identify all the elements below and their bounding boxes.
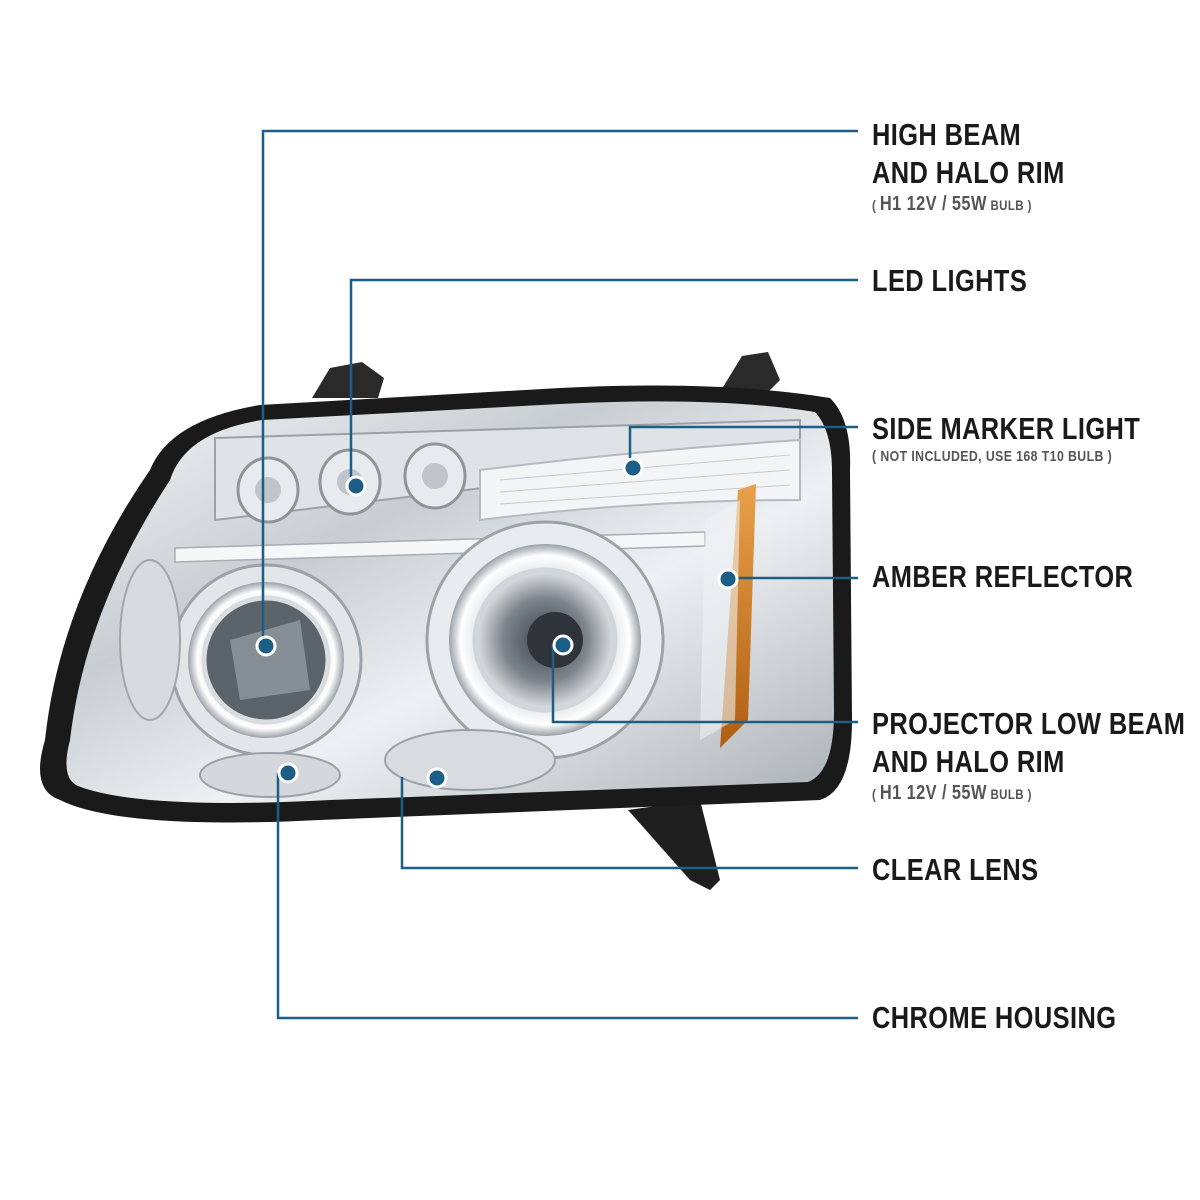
mount-tab-bottom <box>628 800 720 890</box>
dot-projector <box>552 634 574 656</box>
label-high-beam-sub: ( H1 12V / 55W BULB ) <box>872 193 1032 215</box>
label-projector-low-beam: PROJECTOR LOW BEAM AND HALO RIM ( H1 12V… <box>872 706 1186 804</box>
dot-high-beam <box>255 635 277 657</box>
label-amber-reflector: AMBER REFLECTOR <box>872 559 1134 594</box>
dot-chrome-housing <box>277 762 299 784</box>
dot-clear-lens <box>426 767 448 789</box>
label-clear-lens: CLEAR LENS <box>872 852 1039 887</box>
label-side-marker: SIDE MARKER LIGHT ( NOT INCLUDED, USE 16… <box>872 411 1141 465</box>
projector-reflector <box>425 520 665 760</box>
callout-dots <box>255 457 739 789</box>
label-projector-sub: ( H1 12V / 55W BULB ) <box>872 782 1032 804</box>
dot-amber <box>717 568 739 590</box>
label-led-lights: LED LIGHTS <box>872 263 1028 298</box>
label-chrome-housing: CHROME HOUSING <box>872 1000 1117 1035</box>
mount-tab-left <box>312 362 384 398</box>
leader-lines <box>261 129 858 1020</box>
dot-led-lights <box>345 475 367 497</box>
high-beam-reflector <box>169 563 363 757</box>
dot-side-marker <box>622 457 644 479</box>
label-high-beam: HIGH BEAM AND HALO RIM ( H1 12V / 55W BU… <box>872 117 1065 215</box>
label-side-marker-sub: ( NOT INCLUDED, USE 168 T10 BULB ) <box>872 448 1113 465</box>
